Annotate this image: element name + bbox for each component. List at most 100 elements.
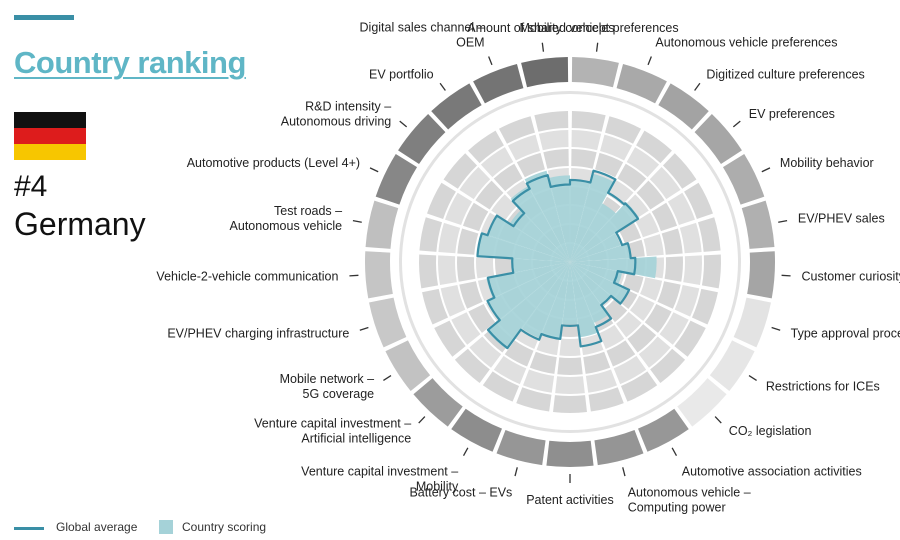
grid-cell (507, 134, 540, 161)
country-score-bar (510, 186, 570, 262)
grid-cell (443, 153, 478, 189)
category-ring-segment (385, 340, 431, 392)
category-tick (778, 219, 788, 223)
grid-cell (457, 256, 476, 282)
category-ring-segment (616, 63, 667, 104)
grid-cell (494, 258, 513, 276)
category-ring-segment (733, 297, 771, 348)
grid-cell (434, 320, 466, 357)
grid-cell (600, 134, 633, 161)
grid-cell (482, 371, 520, 402)
category-label: Battery cost – EVs (409, 486, 512, 500)
category-tick (647, 56, 652, 66)
grid-cell (468, 304, 496, 333)
category-ring-segment (365, 200, 399, 249)
grid-cell (635, 212, 660, 238)
category-ring-segment (658, 83, 709, 130)
country-score-bar (509, 209, 570, 262)
category-label: Automotive association activities (682, 464, 862, 478)
grid-cell (454, 348, 490, 383)
category-tick (439, 82, 446, 91)
country-score-bar (487, 215, 570, 262)
grid-cell (468, 130, 504, 164)
grid-cell (620, 371, 658, 402)
grid-cell (459, 281, 483, 309)
category-tick (748, 375, 757, 381)
legend-global-average-label: Global average (56, 520, 138, 534)
grid-cell (629, 295, 655, 321)
grid-cell (616, 311, 642, 338)
country-name: Germany (14, 206, 146, 242)
grid-cell (701, 254, 721, 289)
grid-cell (657, 281, 681, 309)
category-ring-segment (694, 114, 742, 164)
country-score-bar (570, 202, 640, 262)
grid-cell (504, 340, 534, 367)
grid-cell (627, 324, 657, 353)
grid-cell (543, 149, 569, 169)
grid-cell (623, 194, 649, 220)
grid-cell (613, 355, 647, 385)
grid-cell (605, 116, 642, 144)
category-label: EV preferences (749, 107, 835, 121)
grid-cell (644, 304, 672, 333)
legend-line-swatch (14, 527, 44, 530)
grid-cell (493, 355, 527, 385)
grid-cell (571, 130, 602, 151)
country-score-bar (570, 233, 621, 262)
category-label: Type approval process (791, 327, 900, 341)
category-tick (383, 375, 392, 381)
category-tick (541, 42, 545, 52)
grid-cell (419, 254, 439, 289)
category-ring-segment (521, 57, 569, 88)
category-label: Restrictions for ICEs (766, 379, 880, 393)
category-label: Mobility behavior (780, 156, 874, 170)
country-score-bar (477, 233, 570, 262)
country-score-bar (570, 243, 631, 262)
category-ring-segment (413, 378, 463, 427)
flag-stripe-red (14, 128, 86, 144)
category-ring-segment (364, 251, 393, 299)
category-tick (761, 167, 771, 173)
grid-cell (604, 299, 628, 323)
grid-cell (619, 222, 642, 244)
category-tick (462, 447, 469, 456)
grid-cell (697, 217, 721, 252)
category-ring-segment (638, 408, 689, 452)
category-tick (349, 274, 359, 277)
grid-cell (643, 234, 664, 257)
grid-cell (451, 312, 481, 345)
grid-cell (476, 257, 495, 279)
grid-cell (523, 369, 555, 393)
category-label: Autonomous vehicle –Computing power (628, 486, 751, 515)
grid-cell (437, 255, 457, 286)
country-score-bar (521, 262, 570, 339)
grid-cell (583, 351, 611, 374)
category-label: Vehicle-2-vehicle communication (156, 270, 338, 284)
category-tick (514, 467, 518, 477)
grid-cell (516, 152, 545, 178)
grid-cell (599, 324, 625, 349)
category-ring-segment (431, 83, 482, 130)
category-label: EV portfolio (369, 67, 434, 81)
grid-cell (538, 130, 569, 151)
category-tick (352, 219, 362, 223)
grid-cell (674, 285, 700, 317)
country-score-bar (562, 262, 578, 325)
category-ring-segment (747, 251, 776, 299)
grid-cell (555, 376, 585, 394)
grid-cell (529, 351, 557, 374)
category-label: Venture capital investment –Mobility (301, 464, 459, 493)
grid-cell (534, 111, 569, 132)
grid-cell (445, 192, 473, 226)
grid-cell (607, 180, 634, 206)
grid-cell (588, 387, 624, 412)
rank-label: #4 (14, 170, 48, 203)
grid-cell (638, 336, 671, 368)
category-label: CO₂ legislation (729, 424, 812, 438)
category-label: Digitized culture preferences (706, 67, 864, 81)
category-label: Automotive products (Level 4+) (187, 156, 360, 170)
grid-cell (691, 288, 718, 325)
grid-cell (493, 163, 523, 192)
